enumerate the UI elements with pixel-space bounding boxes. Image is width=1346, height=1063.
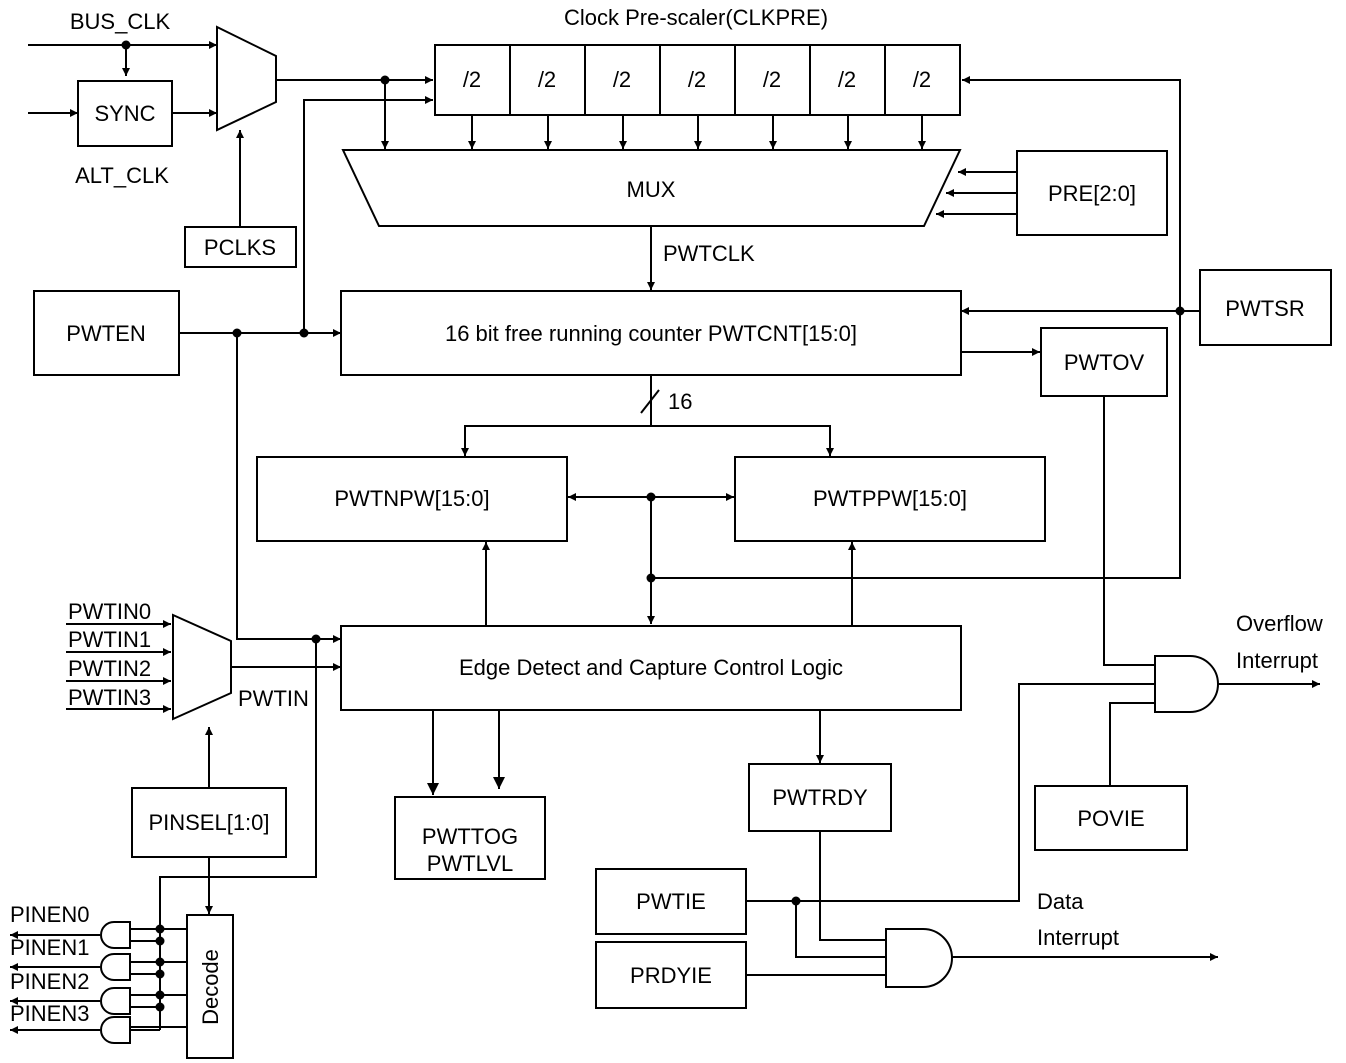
junction-dots (121, 40, 1185, 1012)
sync-label: SYNC (94, 101, 155, 126)
pwtin1-label: PWTIN1 (68, 627, 151, 652)
pwten-label: PWTEN (66, 321, 145, 346)
divider-cell (659, 44, 736, 116)
pwtnpw-block (256, 456, 568, 542)
and-gate (100, 921, 131, 949)
alt-clk-label: ALT_CLK (75, 163, 169, 188)
prdyie-label: PRDYIE (630, 963, 712, 988)
povie-label: POVIE (1077, 806, 1144, 831)
pinen1-label: PINEN1 (10, 935, 89, 960)
pwten-block (33, 290, 180, 376)
divider-label: /2 (838, 67, 856, 92)
counter-label: 16 bit free running counter PWTCNT[15:0] (445, 321, 857, 346)
pinen0-label: PINEN0 (10, 902, 89, 927)
mux-label: MUX (627, 177, 676, 202)
pwtov-label: PWTOV (1064, 350, 1145, 375)
pwtin-mux (172, 613, 232, 721)
pwtov-block (1040, 327, 1168, 397)
pwtin-label: PWTIN (238, 686, 309, 711)
divider-label: /2 (913, 67, 931, 92)
pwtrdy-block (748, 763, 892, 832)
divider-label: /2 (463, 67, 481, 92)
pre-block (1016, 150, 1168, 236)
pwtnpw-label: PWTNPW[15:0] (334, 486, 489, 511)
edge-logic-label: Edge Detect and Capture Control Logic (459, 655, 843, 680)
divider-cell (809, 44, 886, 116)
wires (10, 41, 1320, 1034)
bus-width-label: 16 (668, 389, 692, 414)
pwtin3-label: PWTIN3 (68, 685, 151, 710)
pinen3-label: PINEN3 (10, 1001, 89, 1026)
pwtrdy-label: PWTRDY (772, 785, 868, 810)
prescaler-mux (341, 149, 962, 227)
pclks-label: PCLKS (204, 235, 276, 260)
pwtin0-label: PWTIN0 (68, 599, 151, 624)
pclks-block (184, 226, 297, 268)
divider-cell (734, 44, 811, 116)
pwttog-pwtlvl-block (394, 796, 546, 880)
pwtppw-block (734, 456, 1046, 542)
sync-block (77, 80, 173, 147)
pinsel-block (131, 787, 287, 858)
pinen-and-gates (100, 921, 131, 1044)
data-and-gate (885, 928, 953, 988)
pwttog-label: PWTTOG (422, 824, 518, 849)
pwtie-block (595, 868, 747, 935)
and-gate (100, 987, 131, 1015)
decode-block (186, 914, 234, 1059)
data-interrupt-label-2: Interrupt (1037, 925, 1119, 950)
divider-label: /2 (763, 67, 781, 92)
overflow-interrupt-label-2: Interrupt (1236, 648, 1318, 673)
divider-cell (509, 44, 586, 116)
divider-label: /2 (688, 67, 706, 92)
and-gate (100, 953, 131, 981)
divider-label: /2 (613, 67, 631, 92)
pinsel-label: PINSEL[1:0] (148, 810, 269, 835)
pwtsr-label: PWTSR (1225, 296, 1304, 321)
pwtsr-block (1199, 269, 1332, 346)
pwtlvl-label: PWTLVL (427, 851, 513, 876)
and-gate (100, 1016, 131, 1044)
pinen2-label: PINEN2 (10, 969, 89, 994)
pwtclk-label: PWTCLK (663, 241, 755, 266)
divider-cell (884, 44, 961, 116)
edge-logic-block (340, 625, 962, 711)
pwtppw-label: PWTPPW[15:0] (813, 486, 967, 511)
data-interrupt-label-1: Data (1037, 889, 1084, 914)
prescaler-dividers: /2 /2 /2 /2 /2 /2 /2 (434, 44, 961, 116)
clock-source-mux (216, 25, 277, 132)
pwtie-label: PWTIE (636, 889, 706, 914)
pwtin2-label: PWTIN2 (68, 656, 151, 681)
divider-label: /2 (538, 67, 556, 92)
overflow-interrupt-label-1: Overflow (1236, 611, 1323, 636)
counter-block (340, 290, 962, 376)
divider-cell (434, 44, 511, 116)
pre-label: PRE[2:0] (1048, 181, 1136, 206)
overflow-and-gate (1154, 655, 1219, 713)
prdyie-block (595, 941, 747, 1009)
divider-cell (584, 44, 661, 116)
decode-label: Decode (198, 949, 223, 1025)
clock-prescaler-title: Clock Pre-scaler(CLKPRE) (564, 5, 828, 30)
povie-block (1034, 785, 1188, 851)
bus-clk-label: BUS_CLK (70, 9, 171, 34)
